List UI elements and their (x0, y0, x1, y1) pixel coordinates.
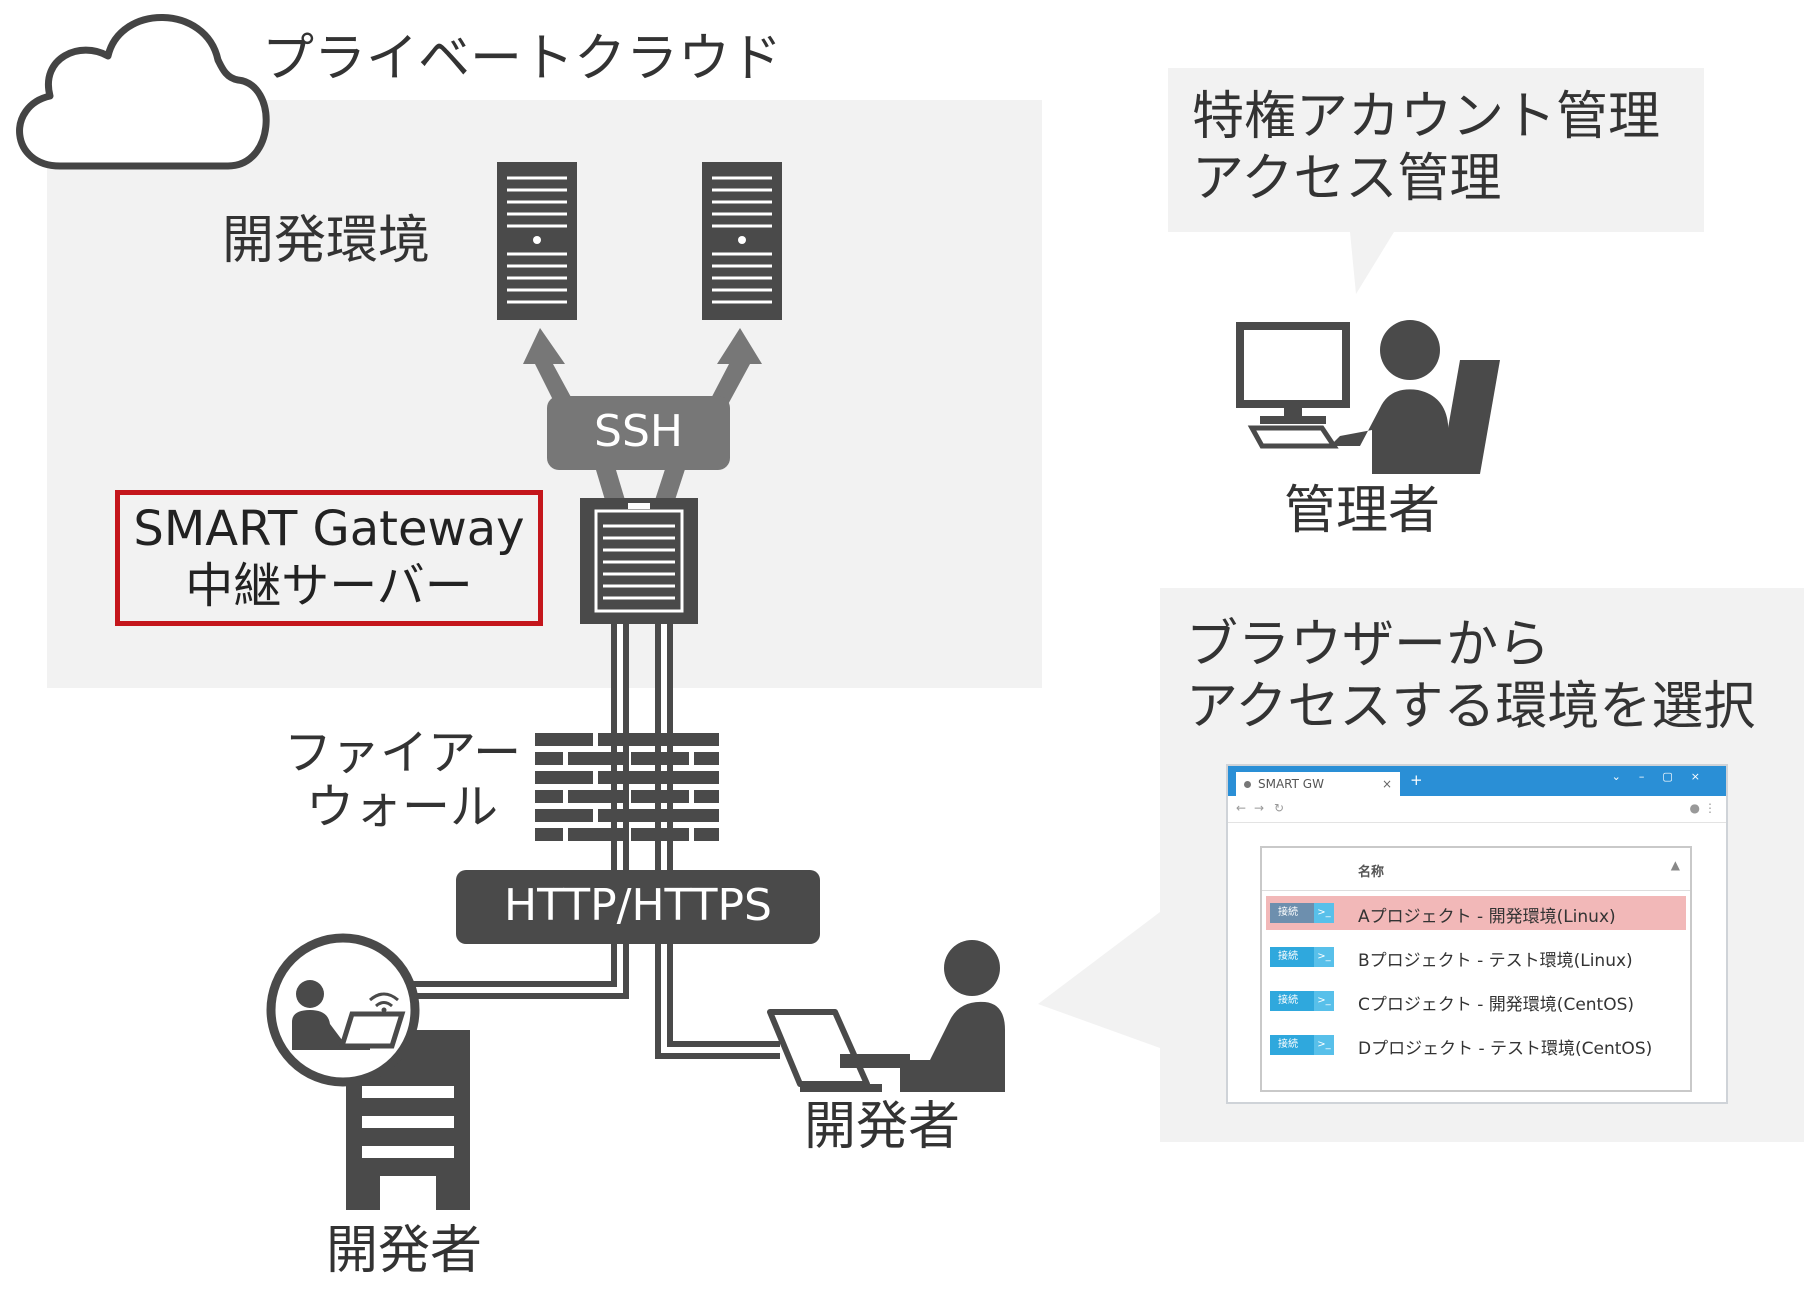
connect-button[interactable]: 接続 >_ (1270, 947, 1334, 967)
terminal-icon: >_ (1314, 991, 1334, 1011)
remote-developer-icon (266, 933, 420, 1087)
favicon-icon (1244, 781, 1251, 788)
dev-server-icon-2 (702, 162, 782, 320)
connect-button[interactable]: 接続 >_ (1270, 1035, 1334, 1055)
reload-icon[interactable]: ↻ (1274, 801, 1285, 815)
sort-caret-icon[interactable]: ▲ (1670, 858, 1680, 872)
table-row[interactable]: 接続 >_ Bプロジェクト - テスト環境(Linux) (1266, 940, 1686, 974)
back-icon[interactable]: ← (1236, 801, 1247, 815)
ssh-pill (547, 396, 730, 470)
connect-button-label: 接続 (1278, 907, 1298, 918)
menu-icon[interactable]: ⋮ (1704, 801, 1716, 815)
column-header-name: 名称 (1358, 865, 1385, 880)
table-row[interactable]: 接続 >_ Cプロジェクト - 開発環境(CentOS) (1266, 984, 1686, 1018)
protocol-pill (456, 870, 820, 944)
admin-bubble-line1: 特権アカウント管理 (1192, 87, 1661, 147)
table-row[interactable]: 接続 >_ Aプロジェクト - 開発環境(Linux) (1266, 896, 1686, 930)
close-tab-icon[interactable]: × (1381, 777, 1392, 791)
terminal-icon: >_ (1314, 1035, 1334, 1055)
window-controls-icon[interactable]: ⌄–▢× (1611, 770, 1718, 783)
cloud-icon (16, 14, 270, 170)
laptop-developer-icon (767, 940, 1005, 1092)
environment-name: Dプロジェクト - テスト環境(CentOS) (1358, 1039, 1653, 1059)
new-tab-icon[interactable]: + (1410, 771, 1423, 789)
browser-caption-line2: アクセスする環境を選択 (1186, 677, 1756, 737)
admin-speech-bubble (1168, 68, 1704, 294)
forward-icon[interactable]: → (1254, 801, 1265, 815)
browser-window: SMART GW × + ⌄–▢× ← → ↻ ● ⋮ 名称 ▲ 接続 >_ Aプロ… (1226, 764, 1728, 1104)
terminal-icon: >_ (1314, 947, 1334, 967)
connect-button[interactable]: 接続 >_ (1270, 903, 1334, 923)
environment-name: Bプロジェクト - テスト環境(Linux) (1358, 951, 1633, 971)
office-developer-label: 開発者 (326, 1221, 483, 1281)
browser-caption-line1: ブラウザーから (1186, 615, 1551, 675)
admin-bubble-line2: アクセス管理 (1192, 149, 1502, 209)
firewall-label-line2: ウォール (306, 779, 499, 835)
connect-button-label: 接続 (1278, 951, 1298, 962)
gateway-label-line2: 中継サーバー (185, 558, 473, 614)
laptop-developer-label: 開発者 (804, 1097, 961, 1157)
browser-tab[interactable]: SMART GW × (1236, 772, 1400, 796)
browser-tab-bar: SMART GW × + ⌄–▢× (1228, 766, 1726, 796)
admin-icon (1236, 320, 1500, 474)
terminal-icon: >_ (1314, 903, 1334, 923)
dev-env-label: 開発環境 (222, 211, 431, 271)
environment-name: Aプロジェクト - 開発環境(Linux) (1358, 907, 1616, 927)
table-header: 名称 ▲ (1262, 848, 1690, 891)
table-row[interactable]: 接続 >_ Dプロジェクト - テスト環境(CentOS) (1266, 1028, 1686, 1062)
environment-table: 名称 ▲ 接続 >_ Aプロジェクト - 開発環境(Linux) 接続 >_ Bプロジェク… (1260, 846, 1692, 1092)
profile-icon[interactable]: ● (1689, 801, 1700, 815)
connect-button[interactable]: 接続 >_ (1270, 991, 1334, 1011)
protocol-label: HTTP/HTTPS (504, 880, 772, 931)
browser-tab-title: SMART GW (1258, 777, 1324, 791)
dev-server-icon-1 (497, 162, 577, 320)
environment-name: Cプロジェクト - 開発環境(CentOS) (1358, 995, 1635, 1015)
connect-button-label: 接続 (1278, 1039, 1298, 1050)
browser-nav-bar: ← → ↻ ● ⋮ (1228, 796, 1726, 823)
admin-label: 管理者 (1284, 481, 1441, 541)
gateway-server-icon (580, 498, 698, 624)
gateway-label-line1: SMART Gateway (133, 501, 525, 558)
firewall-icon (535, 733, 719, 841)
ssh-label: SSH (594, 406, 683, 457)
private-cloud-title: プライベートクラウド (262, 29, 783, 89)
firewall-label-line1: ファイアー (284, 725, 522, 781)
connect-button-label: 接続 (1278, 995, 1298, 1006)
smart-gateway-label-box: SMART Gateway 中継サーバー (115, 490, 543, 626)
